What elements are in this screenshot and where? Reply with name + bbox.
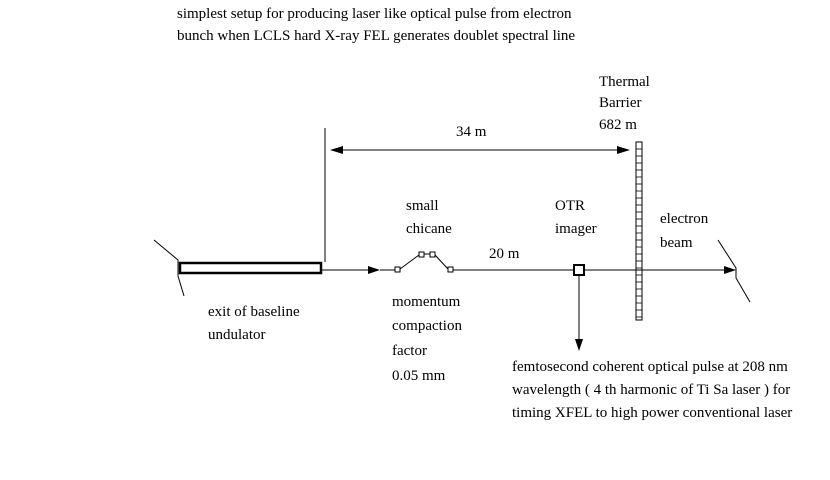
beam-arrow-2	[724, 266, 736, 274]
otr-imager-label-1: OTR	[555, 198, 585, 214]
left-break-mark	[153, 239, 185, 297]
momentum-compaction-label-3: factor	[392, 343, 427, 359]
momentum-compaction-label-4: 0.05 mm	[392, 368, 446, 384]
thermal-barrier-label-1: Thermal	[599, 74, 650, 90]
beam-arrow-1	[368, 266, 380, 274]
electron-beam-label-2: beam	[660, 235, 693, 251]
title-line-2: bunch when LCLS hard X-ray FEL generates…	[177, 28, 575, 44]
right-break-mark	[717, 239, 751, 303]
distance-34m-arrow-right	[617, 146, 630, 154]
optical-pulse-label-2: wavelength ( 4 th harmonic of Ti Sa lase…	[512, 382, 790, 398]
distance-20m-label: 20 m	[489, 246, 520, 262]
small-chicane-label-2: chicane	[406, 221, 452, 237]
momentum-compaction-label-2: compaction	[392, 318, 462, 334]
electron-beam-label-1: electron	[660, 211, 709, 227]
optical-pulse-arrow	[575, 339, 583, 351]
title-line-1: simplest setup for producing laser like …	[177, 6, 572, 22]
thermal-barrier-label-2: Barrier	[599, 95, 641, 111]
exit-undulator-label-2: undulator	[208, 327, 266, 343]
thermal-barrier-label-3: 682 m	[599, 117, 637, 133]
optical-pulse-label-3: timing XFEL to high power conventional l…	[512, 405, 792, 421]
optical-pulse-label-1: femtosecond coherent optical pulse at 20…	[512, 359, 788, 375]
momentum-compaction-label-1: momentum	[392, 294, 461, 310]
distance-34m-arrow-left	[330, 146, 343, 154]
chicane	[380, 251, 454, 273]
thermal-barrier	[635, 141, 643, 321]
exit-undulator-label-1: exit of baseline	[208, 304, 300, 320]
distance-34m-label: 34 m	[456, 124, 487, 140]
otr-imager	[573, 264, 585, 276]
undulator	[178, 261, 323, 275]
small-chicane-label-1: small	[406, 198, 439, 214]
otr-imager-label-2: imager	[555, 221, 597, 237]
